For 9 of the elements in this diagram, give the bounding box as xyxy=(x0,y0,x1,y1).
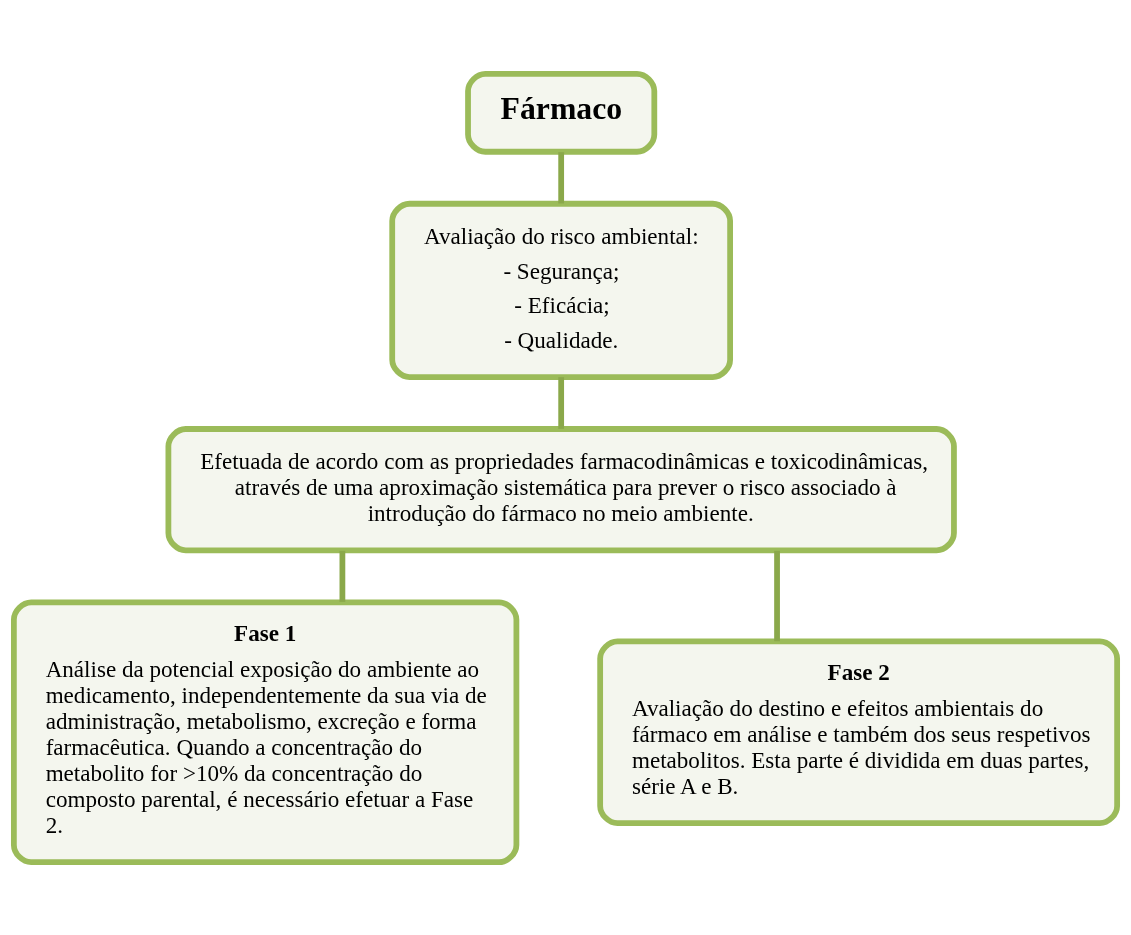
node-box: Fase 2 Avaliação do destino e efeitos ambientais do fármaco em análise e também dos seus respetivos metabolitos. Esta parte é dividida em duas partes, série A e B. xyxy=(597,637,1120,826)
connector xyxy=(339,550,346,602)
node-box: Avaliação do risco ambiental: - Segurança; - Eficácia; - Qualidade. xyxy=(389,200,733,380)
node-box: Fase 1 Análise da potencial exposição do ambiente ao medicamento, independentemente da sua via de administração, metabolismo, excreção e forma farmacêutica. Quando a concentração do metabolito for >10% da concentração do composto parental, é necessário efetuar a Fase 2. xyxy=(11,598,520,865)
connector xyxy=(558,151,565,203)
connector xyxy=(774,550,780,641)
node-box: Fármaco xyxy=(465,70,658,155)
connector xyxy=(558,376,565,429)
node-box: Efetuada de acordo com as propriedades farmacodinâmicas e toxicodinâmicas, através de uma aproximação sistemática para prever o risco associado à introdução do fármaco no meio ambiente. xyxy=(165,425,957,553)
